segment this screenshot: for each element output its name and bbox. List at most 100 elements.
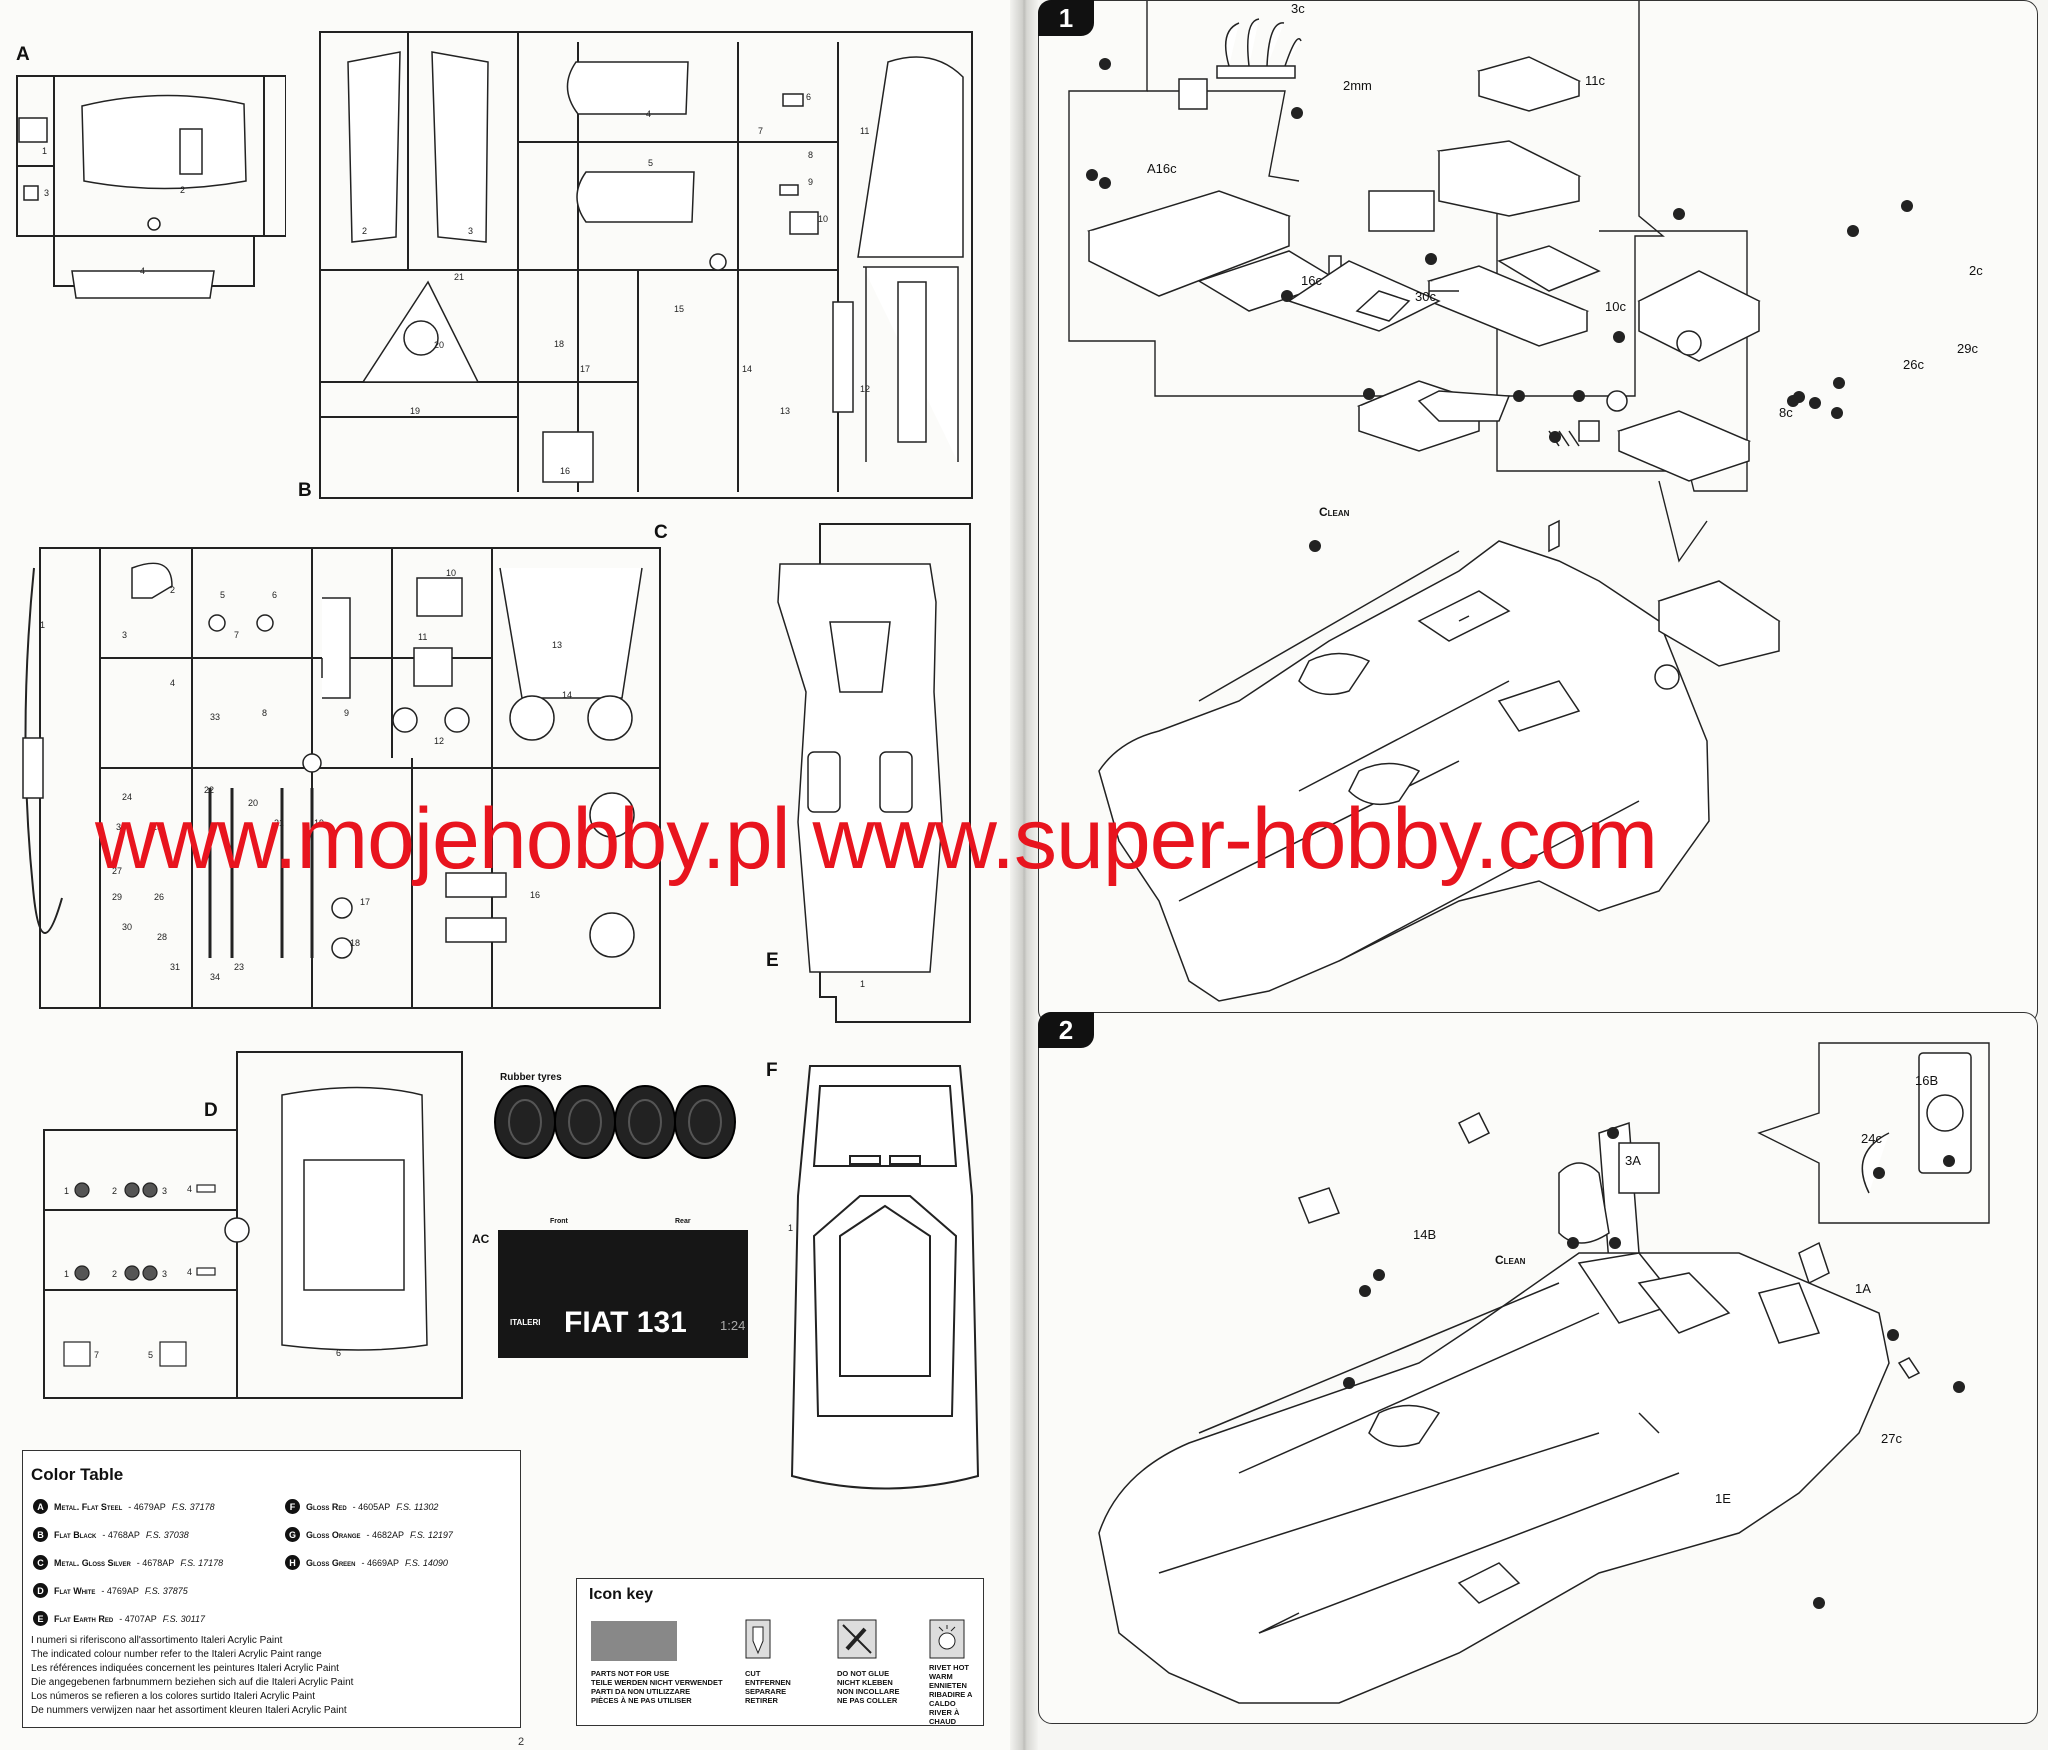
svg-text:27: 27 [112,866,122,876]
page-gutter [1010,0,1038,1750]
color-row-g: G Gloss Orange - 4682AP F.S. 12197 [285,1527,453,1542]
unused-parts-swatch [591,1621,677,1661]
sprue-c-letter: C [654,522,668,543]
step-2-diagram [1098,1042,1990,1704]
tyres-label: Rubber tyres [500,1072,562,1083]
svg-text:9: 9 [344,708,349,718]
svg-text:8: 8 [808,150,813,160]
svg-text:6: 6 [336,1348,341,1358]
sprue-d-letter: D [204,1100,218,1121]
decal-model: FIAT 131 [564,1306,687,1339]
svg-text:20: 20 [248,798,258,808]
decal-rear-label: Rear [675,1218,691,1225]
svg-text:5: 5 [648,158,653,168]
decal-sheet: Front Rear ITALERI FIAT 131 1:24 [498,1218,748,1358]
svg-text:13: 13 [552,640,562,650]
svg-text:28: 28 [157,932,167,942]
svg-text:14: 14 [562,690,572,700]
color-table: Color Table A Metal. Flat Steel - 4679AP… [22,1450,521,1728]
color-row-b: B Flat Black - 4768AP F.S. 37038 [33,1527,189,1542]
color-note: Les références indiquées concernent les … [31,1663,339,1674]
color-note: The indicated colour number refer to the… [31,1649,322,1660]
svg-text:21: 21 [274,818,284,828]
step-1-label: 16c [1301,273,1322,288]
svg-text:12: 12 [434,736,444,746]
svg-text:34: 34 [210,972,220,982]
svg-text:4: 4 [646,109,651,119]
sprue-e: 1 [777,523,971,1023]
svg-text:11: 11 [860,126,869,136]
svg-text:9: 9 [808,177,813,187]
step-1-label: 11c [1585,73,1605,88]
svg-text:18: 18 [554,339,564,349]
decal-scale: 1:24 [720,1318,746,1333]
svg-text:20: 20 [434,340,444,350]
svg-text:1: 1 [788,1223,793,1233]
step-1-label: 26c [1903,357,1924,372]
step-1-label: 30c [1415,289,1436,304]
svg-text:16: 16 [530,890,540,900]
svg-text:10: 10 [446,568,456,578]
color-note: Die angegebenen farbnummern beziehen sic… [31,1677,354,1688]
step-2-label: 1E [1715,1491,1731,1506]
step-1-clean-label: Clean [1319,505,1350,519]
svg-text:5: 5 [148,1350,153,1360]
svg-text:5: 5 [220,590,225,600]
color-row-a: A Metal. Flat Steel - 4679AP F.S. 37178 [33,1499,215,1514]
svg-text:33: 33 [210,712,220,722]
no-glue-icon [837,1619,877,1659]
color-row-e: E Flat Earth Red - 4707AP F.S. 30117 [33,1611,205,1626]
sprue-f: 1 [788,1065,980,1490]
step-2-label: 16B [1915,1073,1939,1088]
svg-text:3: 3 [44,188,49,198]
svg-text:3: 3 [122,630,127,640]
svg-text:15: 15 [674,304,684,314]
icon-key-item-no-glue: Do not glueNicht klebenNon incollareNe p… [837,1669,900,1705]
color-row-f: F Gloss Red - 4605AP F.S. 11302 [285,1499,438,1514]
icon-key-item-cut: CutEntfernenSeparareRetirer [745,1669,791,1705]
step-1-label: 8c [1779,405,1793,420]
sprue-e-letter: E [766,950,779,971]
svg-text:22: 22 [204,785,214,795]
step-1-label: A16c [1147,161,1177,176]
rubber-tyres [494,1085,736,1159]
color-note: I numeri si riferiscono all'assortimento… [31,1635,283,1646]
step-1-diagram [1068,1,1913,1002]
svg-text:14: 14 [742,364,752,374]
page-number-left: 2 [518,1736,525,1748]
icon-key-item-unused: Parts not for useTeile werden nicht verw… [591,1669,723,1705]
step-2-label: 27c [1881,1431,1902,1446]
svg-text:4: 4 [187,1267,192,1277]
svg-text:1: 1 [42,146,47,156]
svg-text:6: 6 [806,92,811,102]
step-2-label: 24c [1861,1131,1882,1146]
svg-text:2: 2 [170,585,175,595]
step-1-number: 1 [1038,0,1094,36]
svg-text:30: 30 [122,922,132,932]
svg-text:1: 1 [40,620,45,630]
sprue-a-letter: A [16,44,30,65]
step-2-label: 3A [1625,1153,1641,1168]
svg-text:19: 19 [410,406,420,416]
watermark: www.mojehobby.pl www.super-hobby.com [95,791,1658,887]
svg-text:10: 10 [818,214,828,224]
step-1-label: 29c [1957,341,1978,356]
step-1-panel: 1 [1038,0,2038,1024]
rivet-hot-icon [929,1619,965,1659]
color-row-h: H Gloss Green - 4669AP F.S. 14090 [285,1555,448,1570]
color-table-title: Color Table [31,1465,124,1484]
svg-text:13: 13 [780,406,790,416]
sprue-a: 2 1 3 4 [16,75,286,299]
svg-text:8: 8 [262,708,267,718]
svg-text:4: 4 [170,678,175,688]
svg-text:29: 29 [112,892,122,902]
svg-text:25: 25 [152,822,162,832]
icon-key: Icon key Parts not for useTeile werden n… [576,1578,984,1726]
svg-text:19: 19 [314,818,324,828]
svg-text:26: 26 [154,892,164,902]
decal-brand: ITALERI [510,1318,541,1327]
step-1-label: 3c [1291,1,1305,16]
svg-text:17: 17 [360,897,370,907]
cut-icon [745,1619,771,1659]
part-a2: 2 [180,185,185,195]
